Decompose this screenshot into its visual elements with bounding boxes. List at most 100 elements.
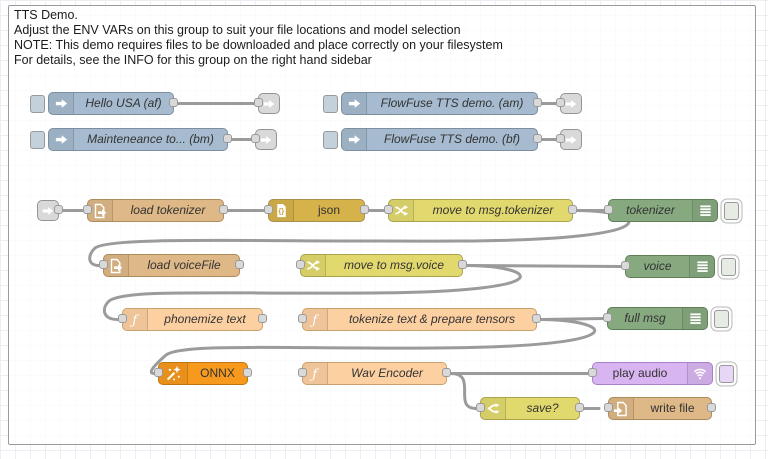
node-move-to-msg-voice[interactable]: move to msg.voice — [296, 254, 467, 277]
svg-text:ƒ: ƒ — [309, 367, 319, 381]
node-label: tokenize text & prepare tensors — [348, 312, 516, 326]
inject-button[interactable] — [323, 94, 338, 113]
link-icon — [38, 201, 58, 220]
output-port[interactable] — [54, 205, 63, 214]
input-port[interactable] — [603, 313, 612, 322]
input-port[interactable] — [298, 314, 307, 323]
node-label: move to msg.tokenizer — [432, 203, 554, 217]
input-port[interactable] — [251, 134, 260, 143]
node-debug-voice[interactable]: voice — [621, 255, 736, 278]
node-inject-flowfuse-bf[interactable]: FlowFuse TTS demo. (bf) — [323, 128, 542, 151]
node-load-tokenizer[interactable]: load tokenizer — [83, 199, 228, 222]
node-link-out-2[interactable] — [556, 93, 582, 114]
output-port[interactable] — [458, 260, 467, 269]
node-action-button[interactable] — [724, 201, 739, 220]
input-port[interactable] — [118, 314, 127, 323]
input-port[interactable] — [296, 260, 305, 269]
input-port[interactable] — [83, 205, 92, 214]
node-label: move to msg.voice — [343, 258, 445, 272]
node-debug-full-msg[interactable]: full msg — [603, 307, 729, 330]
output-port[interactable] — [258, 314, 267, 323]
input-port[interactable] — [556, 98, 565, 107]
node-link-in-1[interactable] — [37, 200, 63, 221]
group-comment-line: Adjust the ENV VARs on this group to sui… — [14, 23, 461, 37]
input-port[interactable] — [588, 368, 597, 377]
node-label: Mainteneance to... (bm) — [87, 132, 214, 146]
link-icon — [259, 94, 279, 113]
output-port[interactable] — [235, 260, 244, 269]
input-port[interactable] — [384, 205, 393, 214]
node-action-button[interactable] — [721, 257, 736, 276]
output-port[interactable] — [533, 98, 542, 107]
output-port[interactable] — [568, 205, 577, 214]
output-port[interactable] — [223, 134, 232, 143]
output-port[interactable] — [533, 134, 542, 143]
node-inject-hello-usa[interactable]: Hello USA (af) — [30, 92, 178, 115]
node-label: FlowFuse TTS demo. (am) — [380, 96, 524, 110]
node-wav-encoder[interactable]: ƒ Wav Encoder — [298, 362, 451, 385]
node-label: save? — [526, 401, 559, 415]
audio-icon — [687, 363, 712, 384]
input-port[interactable] — [154, 368, 163, 377]
function-icon: ƒ — [303, 309, 328, 330]
node-label: load voiceFile — [147, 258, 221, 272]
output-port[interactable] — [575, 403, 584, 412]
switch-icon — [481, 398, 506, 419]
node-label: load tokenizer — [130, 203, 206, 217]
node-move-to-msg-tokenizer[interactable]: move to msg.tokenizer — [384, 199, 577, 222]
node-save[interactable]: save? — [476, 397, 584, 420]
node-debug-tokenizer[interactable]: tokenizer — [604, 199, 739, 222]
wand-icon — [159, 363, 188, 384]
node-action-button[interactable] — [714, 309, 729, 328]
node-label: ONNX — [200, 366, 235, 380]
input-port[interactable] — [604, 205, 613, 214]
debug-icon — [689, 256, 714, 277]
node-link-out-4[interactable] — [556, 129, 582, 150]
output-port[interactable] — [442, 368, 451, 377]
node-label: write file — [650, 401, 695, 415]
inject-button[interactable] — [30, 94, 45, 113]
node-label: tokenizer — [626, 203, 675, 217]
group-comment-line: For details, see the INFO for this group… — [14, 53, 372, 67]
output-port[interactable] — [219, 205, 228, 214]
node-write-file[interactable]: write file — [604, 397, 716, 420]
node-load-voicefile[interactable]: load voiceFile — [99, 254, 244, 277]
inject-button[interactable] — [30, 130, 45, 149]
input-port[interactable] — [556, 134, 565, 143]
input-port[interactable] — [254, 98, 263, 107]
node-link-out-1[interactable] — [254, 93, 280, 114]
file-in-icon — [88, 200, 113, 221]
output-port[interactable] — [243, 368, 252, 377]
output-port[interactable] — [707, 403, 716, 412]
inject-icon — [49, 129, 74, 150]
group-comment: TTS Demo. Adjust the ENV VARs on this gr… — [14, 8, 503, 68]
svg-text:{}: {} — [278, 207, 284, 216]
node-tokenize-text-prepare-tensors[interactable]: ƒ tokenize text & prepare tensors — [298, 308, 541, 331]
input-port[interactable] — [264, 205, 273, 214]
output-port[interactable] — [360, 205, 369, 214]
node-label: json — [317, 203, 340, 217]
change-icon — [301, 255, 326, 276]
input-port[interactable] — [99, 260, 108, 269]
inject-icon — [49, 93, 74, 114]
debug-icon — [682, 308, 707, 329]
node-onnx[interactable]: ONNX — [154, 362, 252, 385]
input-port[interactable] — [476, 403, 485, 412]
output-port[interactable] — [169, 98, 178, 107]
inject-icon — [342, 93, 367, 114]
output-port[interactable] — [532, 314, 541, 323]
node-inject-flowfuse-am[interactable]: FlowFuse TTS demo. (am) — [323, 92, 542, 115]
node-link-out-3[interactable] — [251, 129, 277, 150]
node-inject-maintenance[interactable]: Mainteneance to... (bm) — [30, 128, 232, 151]
node-action-button[interactable] — [719, 364, 734, 383]
input-port[interactable] — [621, 261, 630, 270]
input-port[interactable] — [298, 368, 307, 377]
inject-button[interactable] — [323, 130, 338, 149]
node-json[interactable]: {} json — [264, 199, 369, 222]
link-icon — [256, 130, 276, 149]
input-port[interactable] — [604, 403, 613, 412]
node-play-audio[interactable]: play audio — [588, 362, 734, 385]
node-label: Wav Encoder — [351, 366, 423, 380]
